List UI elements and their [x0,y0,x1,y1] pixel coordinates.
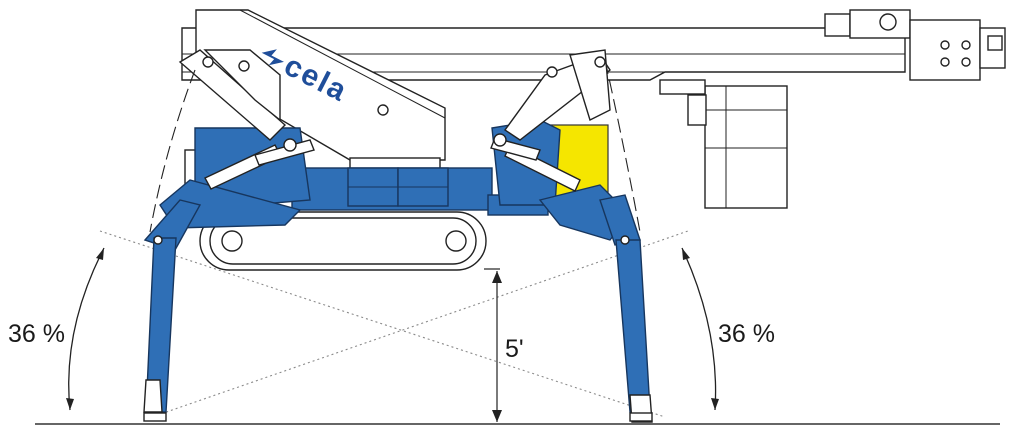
boom-head [824,9,1006,81]
right-slope-indicator [681,247,719,411]
height-dimension [484,268,502,422]
height-label: 5' [505,335,524,363]
left-outrigger [143,49,315,422]
reach-lines [149,59,641,233]
left-slope-label: 36 % [8,320,65,348]
right-outrigger [490,49,653,423]
boom: cela [181,9,1006,161]
right-slope-label: 36 % [718,320,775,348]
slope-reference-lines [99,230,689,418]
basket [659,79,788,209]
left-slope-indicator [66,247,105,411]
track [199,211,487,271]
